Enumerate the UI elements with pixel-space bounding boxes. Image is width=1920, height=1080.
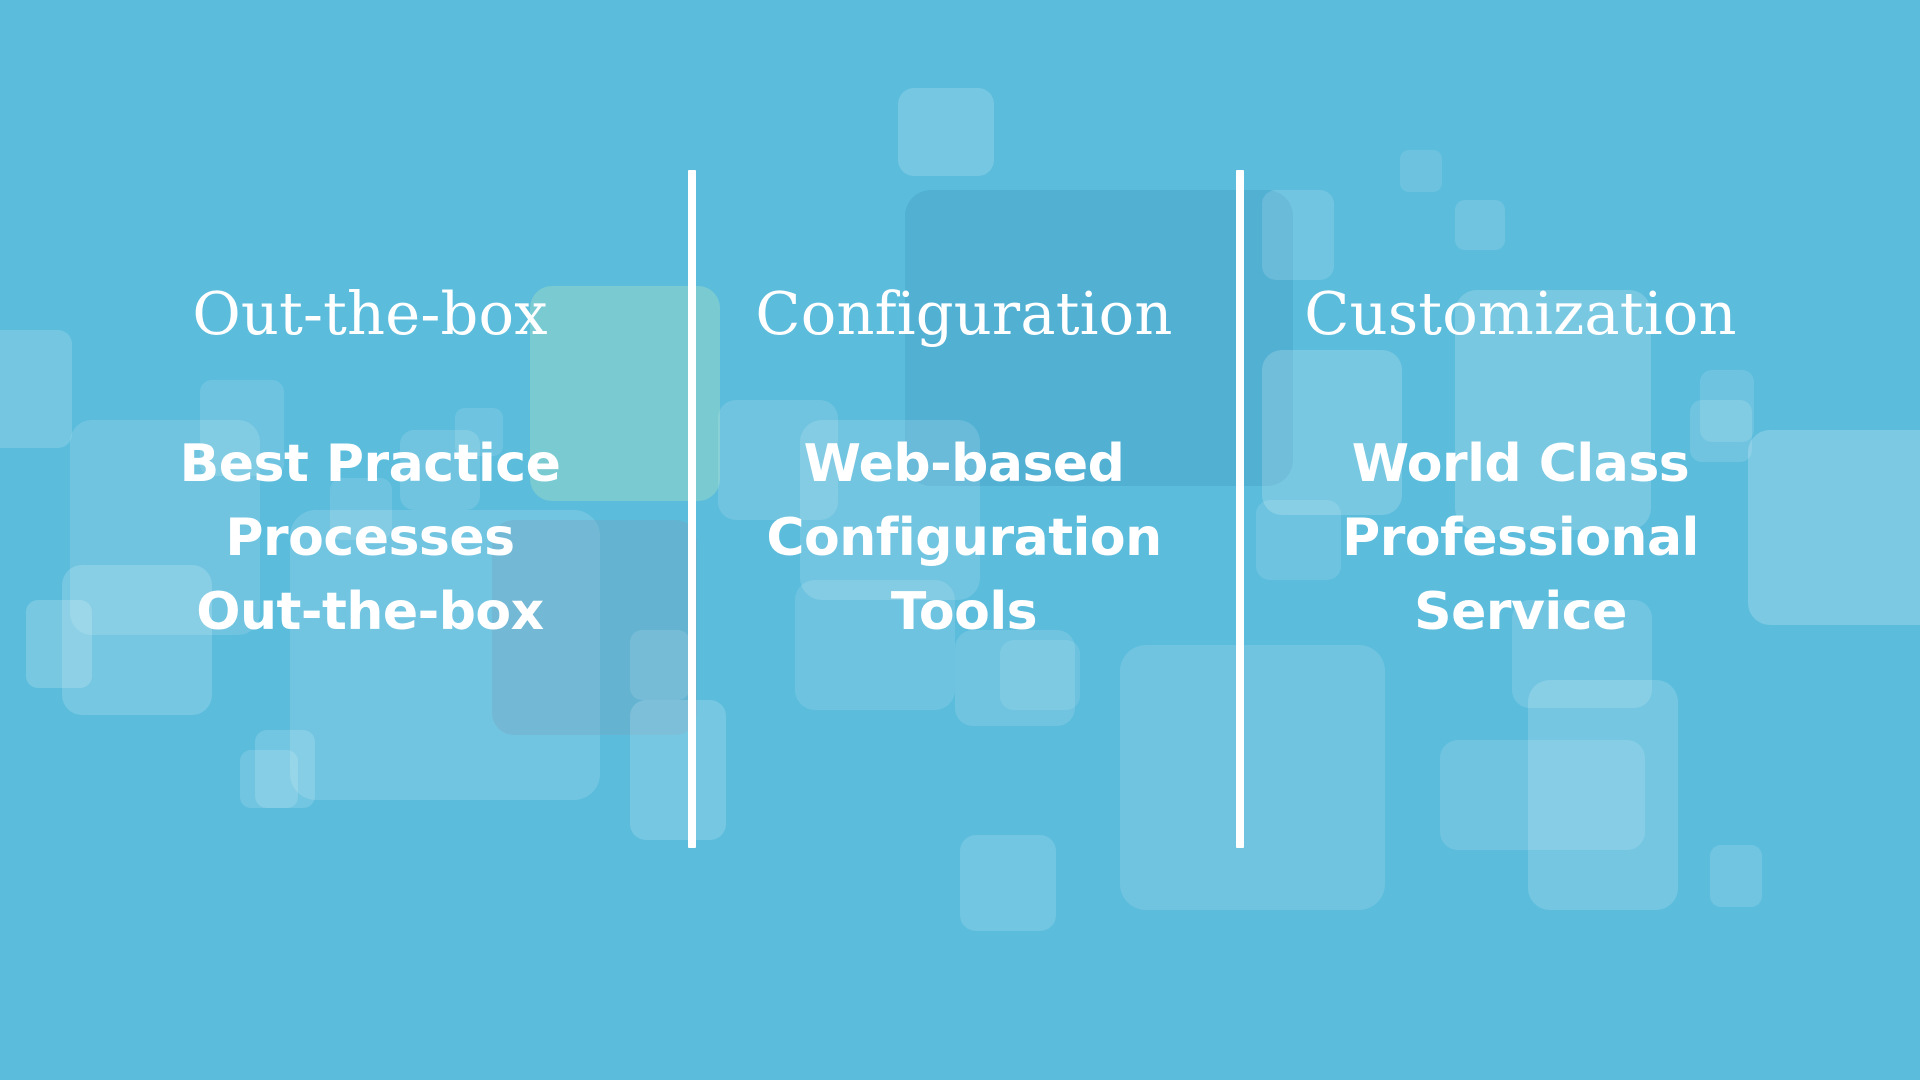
column-body-configuration: Web-based Configuration Tools [700,347,1228,649]
body-line: Service [1414,581,1627,642]
column-body-customization: World Class Professional Service [1248,347,1793,649]
body-line: Configuration [766,507,1162,568]
column-heading-configuration: Configuration [755,279,1173,348]
body-line: World Class [1351,433,1690,494]
feature-column-configuration: Configuration Web-based Configuration To… [700,279,1228,649]
column-heading-out-the-box: Out-the-box [192,279,548,348]
column-body-out-the-box: Best Practice Processes Out-the-box [60,347,680,649]
feature-column-customization: Customization World Class Professional S… [1248,279,1793,649]
body-line: Best Practice [179,433,561,494]
body-line: Tools [890,581,1038,642]
column-heading-customization: Customization [1304,279,1737,348]
body-line: Out-the-box [196,581,544,642]
column-divider-1 [688,170,696,848]
body-line: Professional [1342,507,1699,568]
body-line: Web-based [803,433,1125,494]
body-line: Processes [225,507,515,568]
column-divider-2 [1236,170,1244,848]
feature-column-out-the-box: Out-the-box Best Practice Processes Out-… [60,279,680,649]
